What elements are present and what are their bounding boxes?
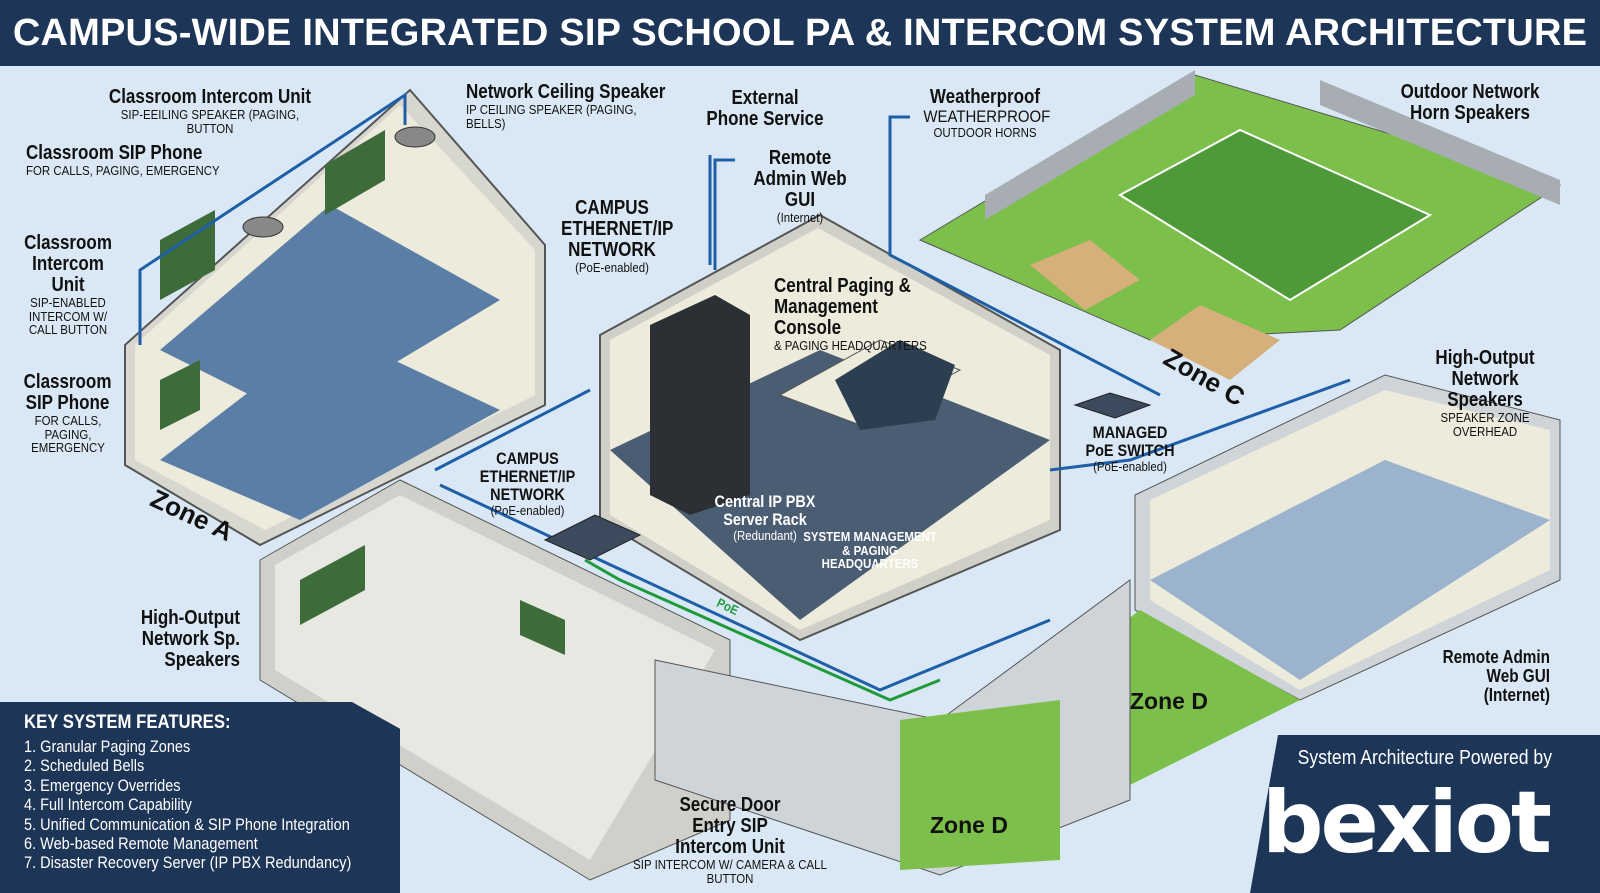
- feature-item: 1. Granular Paging Zones: [24, 738, 191, 756]
- label-remote-admin-top: Remote Admin Web GUI(Internet): [753, 147, 847, 225]
- key-features-panel: KEY SYSTEM FEATURES: 1. Granular Paging …: [0, 702, 400, 893]
- label-remote-admin-right: Remote Admin Web GUI (Internet): [1442, 647, 1550, 705]
- label-campus-network-mid: CAMPUS ETHERNET/IP NETWORK(PoE-enabled): [479, 449, 576, 518]
- label-outdoor-horn-speakers: Outdoor Network Horn Speakers: [1400, 81, 1540, 124]
- console-monitor: [835, 340, 955, 430]
- zone-a-building: [124, 88, 546, 547]
- feature-item: 4. Full Intercom Capability: [24, 796, 192, 815]
- features-title: KEY SYSTEM FEATURES:: [24, 712, 231, 733]
- page-title: CAMPUS-WIDE INTEGRATED SIP SCHOOL PA & I…: [0, 0, 1600, 66]
- label-campus-network-top: CAMPUS ETHERNET/IP NETWORK(PoE-enabled): [561, 197, 674, 275]
- feature-item: 2. Scheduled Bells: [24, 757, 145, 776]
- zone-d-label-right: Zone D: [1130, 688, 1208, 714]
- zone-c-outdoor: [918, 70, 1562, 380]
- powered-by-text: System Architecture Powered by: [1297, 747, 1552, 769]
- label-external-phone-service: External Phone Service: [706, 87, 824, 130]
- feature-item: 6. Web-based Remote Management: [24, 835, 258, 854]
- label-high-output-left: High-Output Network Sp. Speakers: [140, 607, 240, 671]
- central-room: [599, 213, 1061, 642]
- label-managed-poe-switch: MANAGED PoE SWITCH(PoE-enabled): [1085, 423, 1175, 474]
- server-rack: [650, 295, 750, 515]
- zone-d-label-bottom: Zone D: [930, 812, 1008, 838]
- bexiot-logo: bexiot: [1262, 773, 1552, 873]
- feature-item: 3. Emergency Overrides: [24, 776, 181, 795]
- label-central-paging-console: Central Paging & Management Console& PAG…: [774, 275, 927, 353]
- network-cabling: [434, 115, 1351, 692]
- brand-panel: System Architecture Powered by bexiot: [1250, 735, 1600, 893]
- network-switch-icon: [543, 514, 642, 561]
- managed-poe-switch-icon: [1073, 392, 1152, 419]
- bottom-building: [259, 479, 1131, 881]
- poe-line: [584, 558, 941, 702]
- feature-item: 7. Disaster Recovery Server (IP PBX Redu…: [24, 854, 352, 873]
- zone-d-right-building: [1020, 374, 1561, 800]
- feature-item: 5. Unified Communication & SIP Phone Int…: [24, 815, 350, 834]
- label-pbx-server-rack: Central IP PBX Server Rack(Redundant): [714, 492, 816, 543]
- label-system-management: SYSTEM MANAGEMENT & PAGING HEADQUARTERS: [803, 529, 937, 572]
